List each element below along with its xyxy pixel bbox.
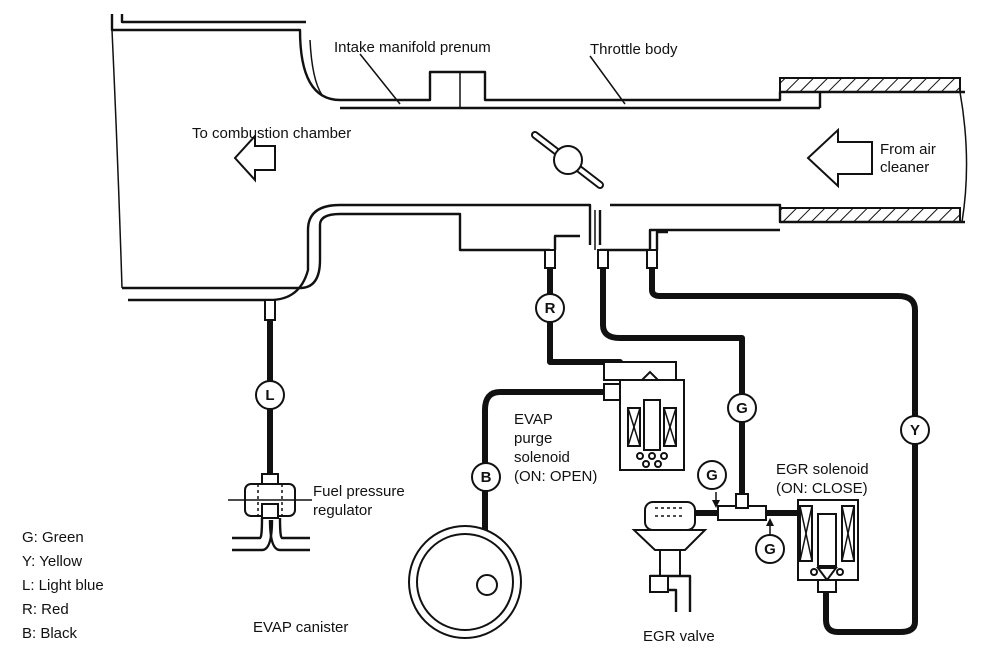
intake-tube-upper-wall (110, 14, 965, 110)
label-fuel-reg-1: Fuel pressure (313, 483, 405, 500)
tag-pointer-arrows (712, 492, 774, 535)
hose-fittings (264, 230, 668, 321)
legend-item-green: G: Green (22, 529, 84, 546)
label-evap-purge-4: (ON: OPEN) (514, 468, 597, 485)
label-egr-valve: EGR valve (643, 628, 715, 645)
hose-tag-b-text: B (481, 469, 492, 486)
hose-tag-g-egr-valve: G (697, 460, 727, 490)
hose-tag-y: Y (900, 415, 930, 445)
legend-item-red: R: Red (22, 601, 69, 618)
legend-item-light-blue: L: Light blue (22, 577, 104, 594)
hose-tag-g-main: G (727, 393, 757, 423)
air-duct-hatch-bottom (779, 207, 961, 223)
label-evap-canister: EVAP canister (253, 619, 348, 636)
label-to-combustion: To combustion chamber (192, 125, 351, 142)
legend-item-black: B: Black (22, 625, 78, 642)
hose-tag-g-main-text: G (736, 400, 748, 417)
label-from-air-1: From air (880, 141, 936, 158)
hose-tag-r: R (535, 293, 565, 323)
egr-solenoid (797, 499, 859, 593)
hose-tag-g-egr-solenoid-text: G (764, 541, 776, 558)
hose-tag-g-egr-valve-text: G (706, 467, 718, 484)
fuel-pressure-regulator (228, 473, 312, 552)
hose-black (482, 389, 608, 588)
throttle-plate (531, 131, 604, 189)
hose-tag-l-text: L (265, 387, 274, 404)
intake-tube-lower-wall (122, 203, 965, 302)
label-fuel-reg-2: regulator (313, 502, 372, 519)
hose-tag-y-text: Y (910, 422, 920, 439)
tube-right-end (959, 91, 968, 223)
evap-purge-solenoid (603, 361, 685, 471)
to-combustion-arrow-icon (233, 133, 276, 183)
label-from-air-2: cleaner (880, 159, 929, 176)
egr-tee-stem (735, 493, 749, 509)
hose-yellow (649, 262, 918, 635)
hose-tag-r-text: R (545, 300, 556, 317)
label-evap-purge-3: solenoid (514, 449, 570, 466)
hose-tag-g-egr-solenoid: G (755, 534, 785, 564)
label-throttle-body: Throttle body (590, 41, 678, 58)
from-air-cleaner-arrow-icon (806, 127, 873, 189)
label-intake-manifold: Intake manifold prenum (334, 39, 491, 56)
tube-left-end (111, 29, 123, 289)
label-egr-solenoid-2: (ON: CLOSE) (776, 480, 868, 497)
label-evap-purge-1: EVAP (514, 411, 553, 428)
legend-item-yellow: Y: Yellow (22, 553, 82, 570)
hose-tag-l: L (255, 380, 285, 410)
label-evap-purge-2: purge (514, 430, 552, 447)
color-legend: G: Green Y: Yellow L: Light blue R: Red … (22, 529, 104, 642)
hose-tag-b: B (471, 462, 501, 492)
label-egr-solenoid-1: EGR solenoid (776, 461, 869, 478)
air-duct-hatch-top (779, 77, 961, 93)
callout-leaders (359, 53, 626, 105)
evap-canister (408, 525, 522, 639)
hose-green-main (600, 262, 745, 501)
egr-valve (631, 501, 708, 612)
